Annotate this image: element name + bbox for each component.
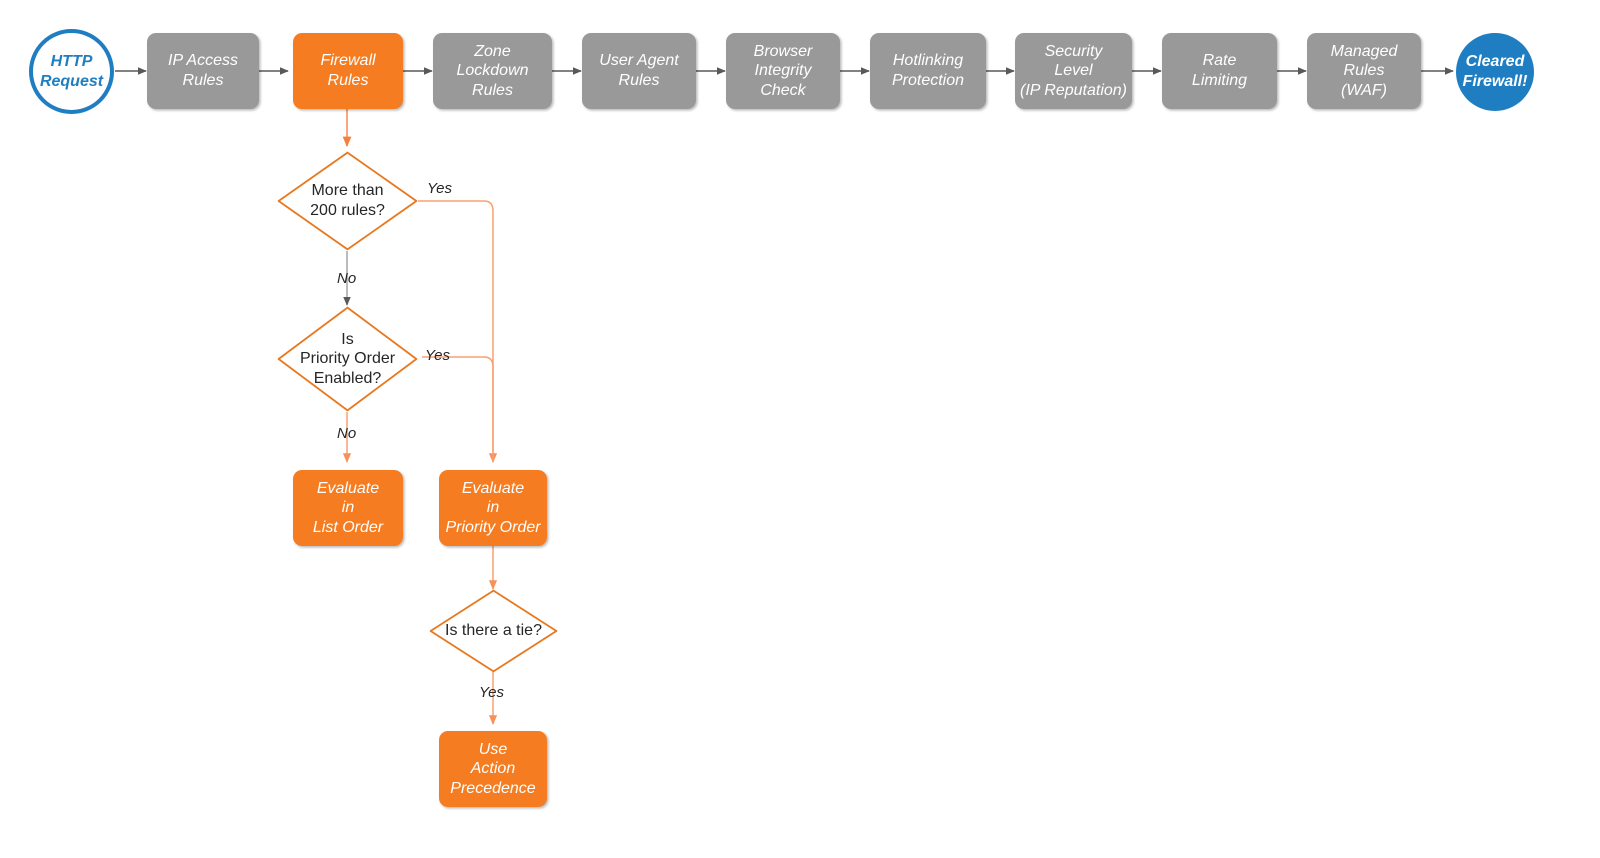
- node-firewall-rules-label: Firewall Rules: [320, 52, 376, 89]
- edge-label-tie-yes: Yes: [479, 684, 505, 701]
- node-hotlinking-protection-label: Hotlinking Protection: [891, 52, 965, 89]
- node-rate-limiting[interactable]: Rate Limiting: [1162, 33, 1277, 109]
- node-evaluate-in-list-order[interactable]: Evaluate in List Order: [293, 470, 403, 546]
- node-user-agent-rules[interactable]: User Agent Rules: [582, 33, 696, 109]
- node-decision-is-there-a-tie[interactable]: Is there a tie?: [429, 589, 558, 673]
- node-browser-integrity-check-label: Browser Integrity Check: [753, 42, 813, 99]
- node-cleared-firewall[interactable]: Cleared Firewall!: [1456, 33, 1534, 111]
- node-decision-is-priority-order-enabled-label: Is Priority Order Enabled?: [299, 330, 396, 387]
- node-hotlinking-protection[interactable]: Hotlinking Protection: [870, 33, 986, 109]
- node-evaluate-in-priority-order-label: Evaluate in Priority Order: [445, 479, 541, 536]
- node-use-action-precedence[interactable]: Use Action Precedence: [439, 731, 547, 807]
- node-decision-more-than-200-rules[interactable]: More than 200 rules?: [277, 151, 418, 251]
- node-user-agent-rules-label: User Agent Rules: [599, 52, 679, 89]
- edge-priority-yes-to-evaluate-priority: [422, 356, 494, 462]
- edge-label-more-than-200-yes: Yes: [427, 180, 453, 197]
- node-http-request[interactable]: HTTP Request: [29, 29, 114, 114]
- node-http-request-label: HTTP Request: [39, 52, 104, 90]
- edge-label-priority-order-yes: Yes: [425, 347, 451, 364]
- node-managed-rules-waf[interactable]: Managed Rules (WAF): [1307, 33, 1421, 109]
- node-cleared-firewall-label: Cleared Firewall!: [1462, 53, 1528, 90]
- node-use-action-precedence-label: Use Action Precedence: [450, 740, 536, 797]
- node-rate-limiting-label: Rate Limiting: [1191, 52, 1248, 89]
- node-firewall-rules[interactable]: Firewall Rules: [293, 33, 403, 109]
- edge-label-priority-order-no: No: [337, 425, 357, 442]
- diamond-shape: [277, 151, 418, 251]
- node-security-level-label: Security Level (IP Reputation): [1019, 42, 1127, 99]
- node-security-level[interactable]: Security Level (IP Reputation): [1015, 33, 1132, 109]
- node-decision-is-priority-order-enabled[interactable]: Is Priority Order Enabled?: [277, 306, 418, 412]
- edge-200-yes-to-evaluate-priority: [418, 200, 498, 463]
- node-managed-rules-waf-label: Managed Rules (WAF): [1330, 42, 1398, 99]
- node-ip-access-rules-label: IP Access Rules: [168, 52, 238, 89]
- node-zone-lockdown-rules-label: Zone Lockdown Rules: [456, 42, 529, 99]
- node-evaluate-in-priority-order[interactable]: Evaluate in Priority Order: [439, 470, 547, 546]
- diamond-shape: [429, 589, 558, 673]
- edge-label-more-than-200-no: No: [337, 270, 357, 287]
- diamond-shape: [277, 306, 418, 412]
- node-browser-integrity-check[interactable]: Browser Integrity Check: [726, 33, 840, 109]
- node-zone-lockdown-rules[interactable]: Zone Lockdown Rules: [433, 33, 552, 109]
- node-decision-more-than-200-rules-label: More than 200 rules?: [310, 182, 385, 219]
- node-evaluate-in-list-order-label: Evaluate in List Order: [312, 479, 384, 536]
- node-decision-is-there-a-tie-label: Is there a tie?: [445, 622, 542, 640]
- node-ip-access-rules[interactable]: IP Access Rules: [147, 33, 259, 109]
